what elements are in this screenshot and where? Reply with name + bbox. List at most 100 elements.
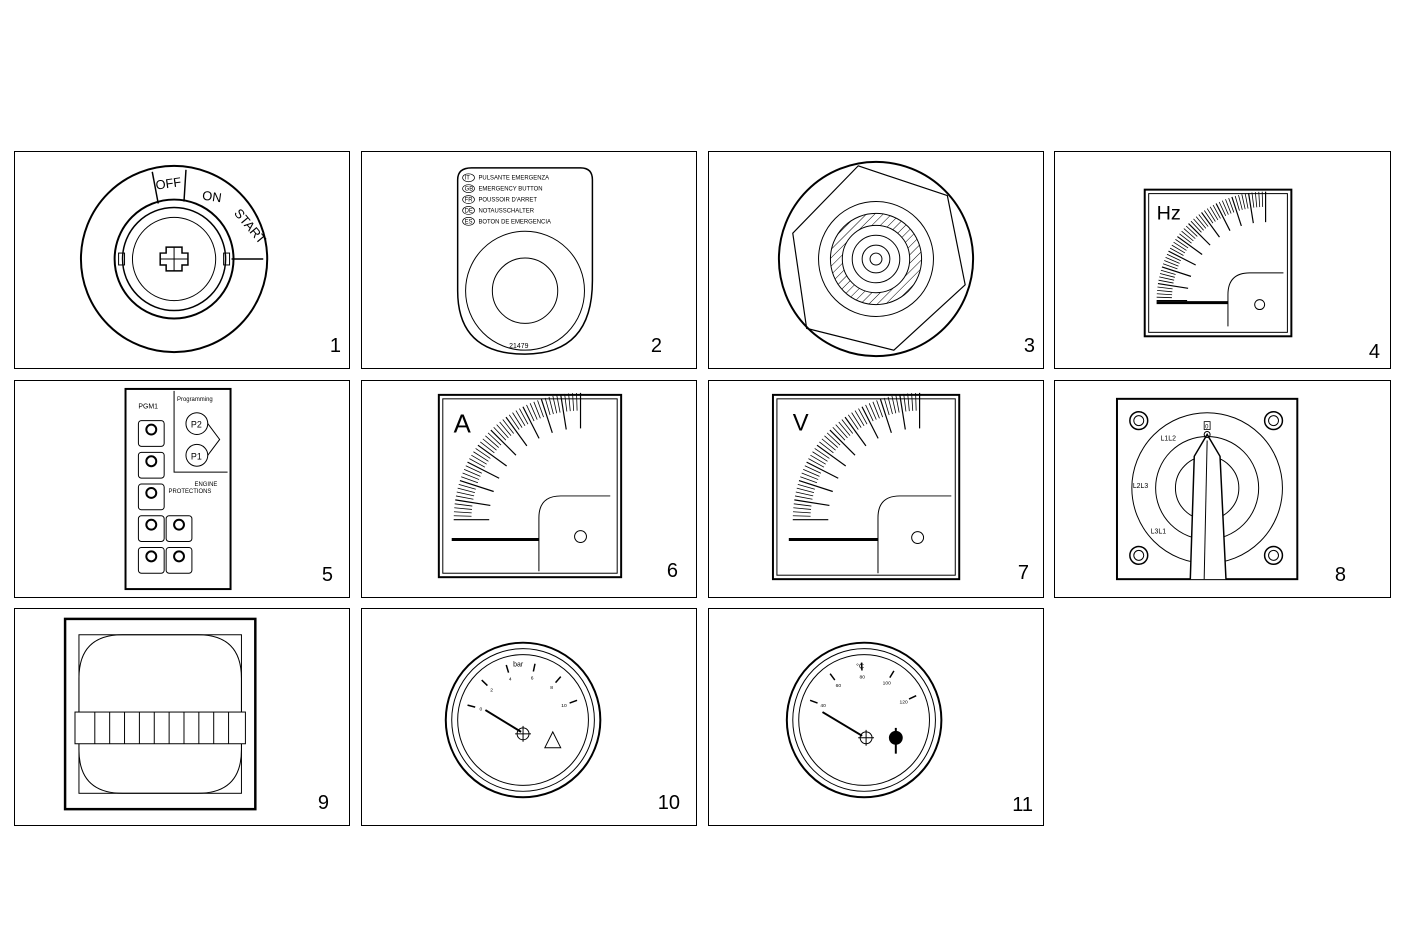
gauge-tick [532, 663, 536, 672]
scale-tick [1169, 247, 1184, 256]
scale-tick [537, 400, 544, 418]
label-off: OFF [155, 174, 183, 192]
label-start: START [231, 206, 269, 247]
scale-tick [907, 393, 910, 412]
scale-tick [903, 393, 907, 412]
scale-tick [556, 395, 561, 413]
emergency-code-number: 21479 [509, 343, 528, 350]
scale-tick [816, 444, 847, 467]
scale-tick [1206, 208, 1216, 222]
scale-tick [858, 408, 868, 425]
scale-tick [832, 426, 846, 441]
scale-tick [508, 414, 520, 430]
scale-tick [572, 393, 575, 411]
scale-tick [544, 397, 551, 416]
ammeter-scale [453, 392, 582, 521]
scale-tick [548, 396, 554, 415]
scale-tick [899, 394, 906, 430]
gauge-tick-label: 60 [836, 683, 842, 689]
scale-tick [826, 432, 841, 446]
panel-ammeter: A 6 [361, 380, 697, 598]
scale-tick [883, 397, 890, 416]
gauge-tick [889, 670, 895, 679]
scale-tick [801, 472, 819, 480]
scale-tick [1171, 244, 1186, 254]
emergency-code-it: IT [465, 176, 471, 182]
protections-label: PROTECTIONS [168, 489, 211, 495]
scale-tick [824, 435, 839, 448]
panel-voltmeter: V 7 [708, 380, 1044, 598]
scale-tick [911, 393, 914, 411]
scale-tick [461, 476, 479, 484]
scale-tick [800, 476, 818, 484]
scale-tick [1173, 241, 1187, 251]
scale-tick [851, 412, 862, 428]
scale-tick [453, 515, 472, 517]
scale-tick [812, 451, 828, 462]
scale-tick [576, 392, 578, 411]
scale-tick [526, 404, 535, 422]
emergency-code-de: DE [465, 208, 473, 214]
scale-tick [795, 491, 814, 497]
gauge-tick-label: 6 [531, 675, 534, 681]
scale-tick [1244, 193, 1249, 209]
scale-tick [455, 495, 474, 500]
scale-tick [1165, 256, 1180, 264]
voltmeter-scale [792, 392, 921, 521]
scale-tick [876, 400, 884, 418]
scale-tick [457, 487, 475, 493]
scale-tick [1251, 192, 1255, 208]
frequency-unit: Hz [1157, 202, 1181, 224]
gauge-tick [809, 699, 818, 704]
scale-tick [793, 503, 812, 507]
panel-hex-plug: 3 [708, 151, 1044, 369]
scale-tick [792, 511, 811, 514]
scale-tick [1157, 289, 1173, 293]
scale-tick [1195, 216, 1207, 229]
scale-tick [515, 410, 526, 427]
emergency-button-drawing: IT PULSANTE EMERGENZA GB EMERGENCY BUTTO… [456, 167, 594, 355]
engine-protections-label: ENGINE PROTECTIONS [168, 482, 219, 495]
scale-tick [1177, 236, 1203, 255]
scale-tick [1241, 194, 1246, 210]
scale-tick [485, 435, 499, 448]
p1-label: P1 [191, 451, 202, 461]
voltmeter-unit: V [793, 410, 809, 437]
scale-tick [505, 416, 528, 447]
key-switch-drawing: OFF ON START [79, 164, 269, 354]
scale-tick [798, 479, 833, 493]
emergency-text-it: PULSANTE EMERGENZA [478, 176, 549, 182]
scale-tick [1204, 210, 1214, 224]
scale-tick [465, 465, 483, 474]
panel-pgm-title: PGM1 [138, 404, 158, 411]
ammeter-drawing: A [437, 392, 623, 579]
panel-number: 4 [1368, 341, 1380, 363]
scale-tick [462, 472, 480, 480]
gauge-tick-label: 80 [859, 674, 865, 680]
scale-tick [490, 429, 517, 456]
emergency-code-fr: FR [465, 198, 474, 204]
scale-tick [1238, 194, 1243, 210]
panel-number: 8 [1334, 564, 1346, 586]
scale-tick [1188, 223, 1211, 246]
gauge-tick-label: 0 [480, 707, 483, 713]
scale-tick [891, 395, 897, 414]
gauge-tick [554, 676, 562, 684]
panel-emergency-button: IT PULSANTE EMERGENZA GB EMERGENCY BUTTO… [361, 151, 697, 369]
scale-tick [1228, 197, 1235, 213]
phase-selector-drawing: 0 L1L2 L2L3 L3L1 [1115, 397, 1299, 581]
panel-number: 2 [650, 335, 662, 357]
panel-number: 7 [1017, 562, 1029, 584]
scale-tick [854, 410, 865, 427]
panel-number: 9 [317, 792, 329, 814]
p2-label: P2 [191, 420, 202, 430]
scale-tick [1159, 273, 1175, 278]
scale-tick [519, 408, 529, 425]
scale-tick [1247, 192, 1254, 224]
panel-number: 1 [329, 335, 341, 357]
scale-tick [1212, 204, 1221, 219]
scale-tick [796, 487, 815, 493]
gauge-tick [908, 695, 917, 700]
